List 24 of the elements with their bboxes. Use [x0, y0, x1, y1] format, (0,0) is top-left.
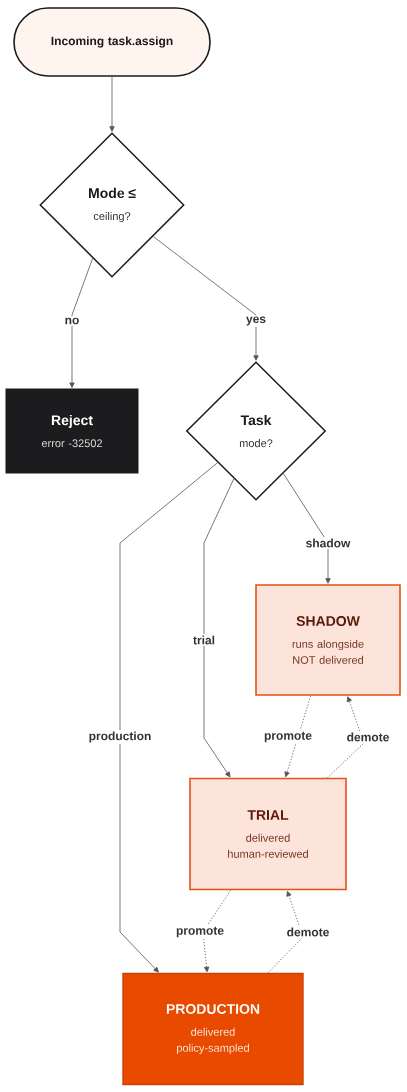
arrow	[152, 236, 259, 361]
arrow	[267, 890, 304, 974]
arrow	[202, 889, 232, 973]
arrow	[69, 257, 93, 388]
start-terminal: Incoming task.assign	[13, 7, 211, 77]
edge-label: no	[63, 316, 81, 326]
edge-label: yes	[244, 315, 268, 327]
arrow	[203, 478, 235, 778]
arrow	[109, 76, 115, 132]
process-box: Reject error -32502	[5, 388, 139, 474]
edge-label: promote	[174, 925, 226, 939]
state-box: PRODUCTION delivered policy-sampled	[122, 972, 304, 1086]
arrow	[119, 462, 218, 973]
edge-label: production	[87, 729, 153, 745]
state-box: TRIAL delivered human-reviewed	[189, 777, 347, 891]
arrow	[283, 473, 331, 584]
edge-label: promote	[262, 730, 314, 744]
arrow	[327, 696, 365, 779]
edge-label: trial	[191, 634, 217, 646]
edge-label: demote	[285, 926, 331, 938]
edge-label: demote	[345, 731, 391, 743]
arrow	[284, 695, 312, 778]
edge-label: shadow	[304, 537, 352, 549]
state-box: SHADOW runs alongside NOT delivered	[255, 584, 401, 696]
